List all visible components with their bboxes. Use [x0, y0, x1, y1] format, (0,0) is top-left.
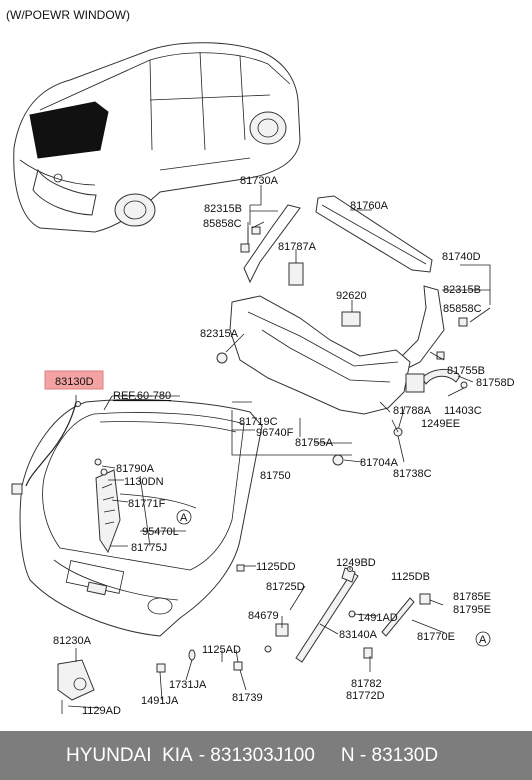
vehicle-illustration — [13, 42, 301, 233]
ref-label[interactable]: REF.60-780 — [113, 390, 171, 402]
label-81771F[interactable]: 81771F — [128, 498, 166, 510]
label-81782[interactable]: 81782 — [351, 678, 382, 690]
footer-bar: HYUNDAI KIA - 831303J100 N - 83130D — [0, 731, 532, 780]
label-84679[interactable]: 84679 — [248, 610, 279, 622]
label-81739[interactable]: 81739 — [232, 692, 263, 704]
label-85858C-left[interactable]: 85858C — [203, 218, 242, 230]
label-1249BD[interactable]: 1249BD — [336, 557, 376, 569]
label-95470L[interactable]: 95470L — [142, 526, 179, 538]
label-81788A[interactable]: 81788A — [393, 405, 432, 417]
label-81755B[interactable]: 81755B — [447, 365, 485, 377]
footer-oem-number: N - 83130D — [340, 744, 439, 766]
label-81230A[interactable]: 81230A — [53, 635, 92, 647]
leader-lines — [67, 185, 491, 709]
label-96740F[interactable]: 96740F — [256, 427, 294, 439]
header-note: (W/POEWR WINDOW) — [6, 8, 130, 22]
label-1249EE[interactable]: 1249EE — [421, 418, 460, 430]
label-82315B-right[interactable]: 82315B — [443, 284, 481, 296]
label-81725D[interactable]: 81725D — [266, 581, 305, 593]
label-1125DB[interactable]: 1125DB — [391, 571, 430, 583]
label-82315B-left[interactable]: 82315B — [204, 203, 242, 215]
callout-a-2: A — [479, 634, 487, 646]
label-81760A[interactable]: 81760A — [350, 200, 389, 212]
label-81755A[interactable]: 81755A — [295, 437, 334, 449]
label-82315A[interactable]: 82315A — [200, 328, 239, 340]
label-1125AD[interactable]: 1125AD — [202, 644, 241, 656]
label-92620[interactable]: 92620 — [336, 290, 367, 302]
label-81738C[interactable]: 81738C — [393, 468, 432, 480]
label-81730A[interactable]: 81730A — [240, 175, 279, 187]
label-81787A[interactable]: 81787A — [278, 241, 317, 253]
tailgate-panel — [11, 399, 431, 714]
label-81775J[interactable]: 81775J — [131, 542, 167, 554]
label-81770E[interactable]: 81770E — [417, 631, 455, 643]
label-81795E[interactable]: 81795E — [453, 604, 491, 616]
label-81704A[interactable]: 81704A — [360, 457, 399, 469]
label-81750[interactable]: 81750 — [260, 470, 291, 482]
label-81785E[interactable]: 81785E — [453, 591, 491, 603]
label-81772D[interactable]: 81772D — [346, 690, 385, 702]
label-11403C[interactable]: 11403C — [444, 405, 482, 417]
parts-diagram: (W/POEWR WINDOW) — [6, 8, 515, 717]
callout-a-1: A — [180, 512, 188, 524]
label-81740D[interactable]: 81740D — [442, 251, 481, 263]
callout-a-circle-1 — [176, 509, 192, 525]
upper-trim-parts — [216, 195, 468, 466]
label-81790A[interactable]: 81790A — [116, 463, 155, 475]
part-labels: 81730A 82315B 85858C 81760A 81787A 81740… — [53, 175, 515, 717]
label-83140A[interactable]: 83140A — [339, 629, 378, 641]
footer-brand: HYUNDAI KIA — [66, 744, 193, 766]
label-85858C-right[interactable]: 85858C — [443, 303, 482, 315]
label-1731JA[interactable]: 1731JA — [169, 679, 207, 691]
highlight-box — [44, 370, 104, 390]
footer-part-number: - 831303J100 — [198, 744, 315, 766]
callout-a-circle-2 — [475, 631, 491, 647]
label-1125DD[interactable]: 1125DD — [256, 561, 296, 573]
label-1491AD[interactable]: 1491AD — [358, 612, 398, 624]
highlighted-part-label[interactable]: 83130D — [55, 376, 94, 388]
label-1491JA[interactable]: 1491JA — [141, 695, 179, 707]
label-81719C[interactable]: 81719C — [239, 416, 278, 428]
label-1130DN[interactable]: 1130DN — [124, 476, 164, 488]
label-81758D[interactable]: 81758D — [476, 377, 515, 389]
label-1129AD[interactable]: 1129AD — [82, 705, 121, 717]
